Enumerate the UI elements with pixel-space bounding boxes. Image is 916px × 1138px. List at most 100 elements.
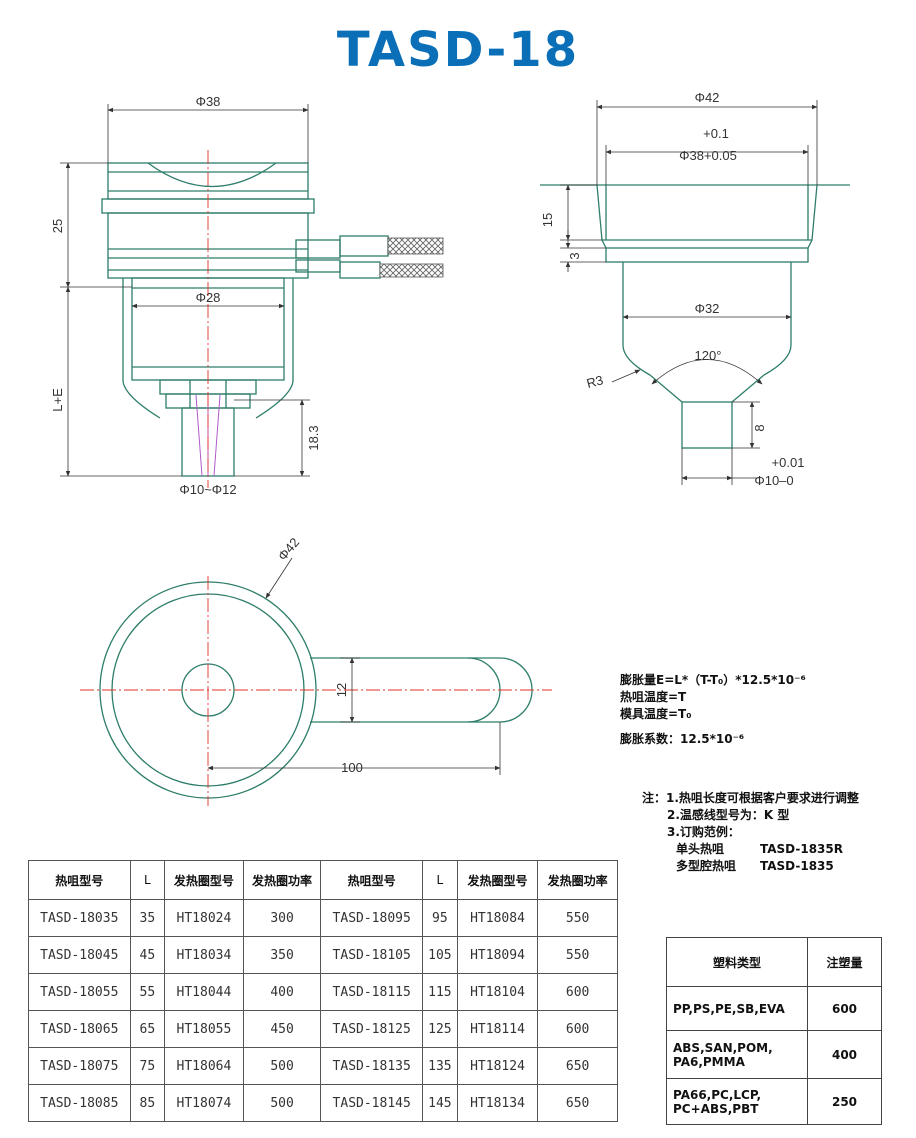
table-cell: HT18055 [164, 1010, 244, 1048]
dim-side-le: L+E [50, 388, 65, 412]
order-example-label: 多型腔热咀 [676, 859, 737, 873]
note-item: 3.订购范例： [667, 825, 740, 839]
table-cell: HT18094 [456, 936, 539, 974]
table-cell: HT18074 [164, 1084, 244, 1122]
dim-top-dia: Φ42 [275, 535, 302, 564]
dim-cut-radius: R3 [585, 372, 605, 391]
table-cell: 35 [129, 899, 166, 937]
table-row: PP,PS,PE,SB,EVA 600 [666, 986, 882, 1031]
table-cell: TASD-18145 [320, 1084, 423, 1122]
formula-line: 膨胀量E=L*（T-T₀）*12.5*10⁻⁶ [620, 673, 806, 687]
dim-side-tip-len: 18.3 [306, 425, 321, 450]
table-cell: 145 [421, 1084, 458, 1122]
table-cell: 600 [537, 1010, 618, 1048]
table-row: ABS,SAN,POM, PA6,PMMA 400 [666, 1030, 882, 1079]
table-cell: PP,PS,PE,SB,EVA [666, 986, 808, 1031]
notes-label: 注： [642, 791, 667, 805]
table-cell: HT18134 [456, 1084, 539, 1122]
table-cell: 65 [129, 1010, 166, 1048]
table-cell: 650 [537, 1084, 618, 1122]
spec-table: 热咀型号 L 发热圈型号 发热圈功率 热咀型号 L 发热圈型号 发热圈功率 TA… [28, 860, 618, 1122]
table-cell: 500 [242, 1084, 322, 1122]
dim-cut-angle: 120° [695, 348, 722, 363]
expansion-formula: 膨胀量E=L*（T-T₀）*12.5*10⁻⁶ 热咀温度=T 模具温度=T₀ 膨… [620, 672, 806, 748]
dim-side-body-dia: Φ28 [196, 290, 221, 305]
dim-top-width: 12 [334, 683, 349, 697]
table-cell: TASD-18075 [28, 1047, 131, 1085]
dim-side-tip-dia: Φ10~Φ12 [179, 482, 236, 497]
dim-side-height: 25 [50, 219, 65, 233]
header-cell: L [421, 860, 458, 900]
side-view-dimensions [60, 104, 310, 477]
table-cell: TASD-18135 [320, 1047, 423, 1085]
table-cell: 350 [242, 936, 322, 974]
table-cell: 550 [537, 899, 618, 937]
table-row: PA66,PC,LCP, PC+ABS,PBT 250 [666, 1078, 882, 1125]
table-cell: 550 [537, 936, 618, 974]
notes-block: 注：1.热咀长度可根据客户要求进行调整 2.温感线型号为：K 型 3.订购范例：… [642, 790, 859, 875]
table-cell: 450 [242, 1010, 322, 1048]
table-cell: 600 [537, 973, 618, 1011]
table-cell: 55 [129, 973, 166, 1011]
table-cell: HT18024 [164, 899, 244, 937]
side-view [101, 162, 389, 477]
table-cell: HT18114 [456, 1010, 539, 1048]
dim-cut-body-dia: Φ32 [695, 301, 720, 316]
header-cell: 发热圈型号 [164, 860, 244, 900]
table-cell: 600 [807, 986, 882, 1031]
resin-table-header: 塑料类型 注塑量 [666, 937, 882, 987]
header-cell: 发热圈功率 [242, 860, 322, 900]
dim-cut-tip-dia: Φ10–0 [754, 473, 793, 488]
table-cell: 125 [421, 1010, 458, 1048]
note-item: 2.温感线型号为：K 型 [667, 808, 790, 822]
table-cell: TASD-18035 [28, 899, 131, 937]
formula-line: 热咀温度=T [620, 690, 687, 704]
table-cell: TASD-18045 [28, 936, 131, 974]
header-cell: L [129, 860, 166, 900]
header-cell: 热咀型号 [320, 860, 423, 900]
table-cell: TASD-18065 [28, 1010, 131, 1048]
table-cell: HT18044 [164, 973, 244, 1011]
top-view-dimensions [207, 557, 501, 775]
cavity-view-dimensions [560, 100, 818, 485]
order-example-value: TASD-1835R [760, 842, 843, 856]
header-cell: 热咀型号 [28, 860, 131, 900]
table-cell: 300 [242, 899, 322, 937]
dim-cut-tip-len: 8 [752, 424, 767, 431]
table-cell: PA66,PC,LCP, PC+ABS,PBT [666, 1078, 808, 1125]
dim-cut-tip-tol: +0.01 [772, 455, 805, 470]
table-cell: HT18104 [456, 973, 539, 1011]
table-cell: ABS,SAN,POM, PA6,PMMA [666, 1030, 808, 1079]
header-cell: 发热圈型号 [456, 860, 539, 900]
dim-cut-tol-upper: +0.1 [703, 126, 729, 141]
note-item: 1.热咀长度可根据客户要求进行调整 [666, 791, 859, 805]
table-cell: TASD-18085 [28, 1084, 131, 1122]
table-cell: 135 [421, 1047, 458, 1085]
table-cell: 250 [807, 1078, 882, 1125]
dim-cut-outer-dia: Φ42 [695, 90, 720, 105]
table-cell: 400 [807, 1030, 882, 1079]
dim-cut-step: 3 [567, 252, 582, 259]
table-cell: 105 [421, 936, 458, 974]
table-cell: 95 [421, 899, 458, 937]
page-title: TASD-18 [336, 22, 580, 78]
dim-cut-bore-dia: Φ38+0.05 [679, 148, 737, 163]
order-example-value: TASD-1835 [760, 859, 834, 873]
table-cell: HT18034 [164, 936, 244, 974]
table-cell: 45 [129, 936, 166, 974]
table-cell: TASD-18095 [320, 899, 423, 937]
dim-cut-depth: 15 [540, 213, 555, 227]
cavity-view [540, 184, 850, 449]
table-cell: HT18084 [456, 899, 539, 937]
table-cell: 500 [242, 1047, 322, 1085]
table-cell: TASD-18125 [320, 1010, 423, 1048]
order-example-label: 单头热咀 [676, 842, 725, 856]
table-cell: 650 [537, 1047, 618, 1085]
table-cell: HT18064 [164, 1047, 244, 1085]
resin-table: 塑料类型 注塑量 PP,PS,PE,SB,EVA 600 ABS,SAN,POM… [666, 937, 882, 1125]
